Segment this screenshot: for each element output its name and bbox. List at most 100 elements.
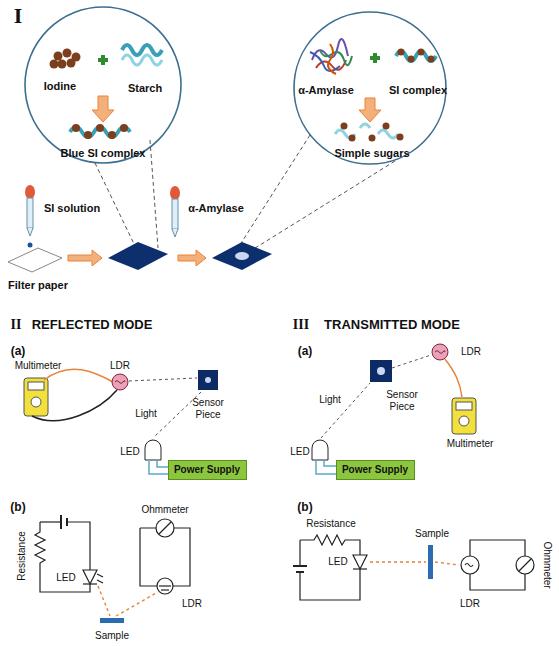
label-anchor: (a) (298, 345, 313, 359)
label-anchor: Multimeter (15, 360, 62, 372)
component-label: Starch (128, 82, 162, 95)
part-label: LED (56, 572, 75, 584)
label-anchor: Light (135, 408, 157, 420)
component-label: Iodine (44, 80, 76, 93)
label-anchor: Filter paper (8, 279, 68, 292)
part-label: Multimeter (447, 438, 494, 450)
label-anchor: Simple sugars (334, 147, 409, 160)
component-label: α-Amylase (298, 84, 354, 97)
label-anchor: LED (120, 446, 139, 458)
label-anchor: Multimeter (447, 438, 494, 450)
panel-title: TRANSMITTED MODE (324, 318, 460, 333)
label-anchor: REFLECTED MODE (32, 318, 153, 333)
enzyme-structure (310, 39, 352, 74)
label-anchor: III (293, 317, 309, 333)
starch-chain (122, 45, 162, 55)
led-symbol (312, 440, 328, 460)
filter-paper (8, 248, 62, 272)
plus-sign (98, 55, 108, 65)
part-label: Resistance (306, 518, 355, 530)
label-anchor: LDR (110, 360, 130, 372)
component-label: SI complex (389, 84, 447, 97)
label-anchor: α-Amylase (298, 84, 354, 97)
dropper (170, 186, 180, 237)
part-label: Resistance (16, 531, 28, 580)
product-label: Simple sugars (334, 147, 409, 160)
label-anchor: I (14, 3, 23, 28)
label-anchor: Starch (128, 82, 162, 95)
part-label: Sensor Piece (186, 397, 230, 420)
label-anchor: LED (290, 446, 309, 458)
label-anchor: SI solution (44, 202, 100, 215)
subpanel-letter: (b) (297, 501, 312, 515)
part-label: Multimeter (15, 360, 62, 372)
label-anchor: Sample (95, 630, 129, 642)
multimeter (24, 378, 48, 416)
sample-bar (100, 618, 124, 623)
step-label: α-Amylase (188, 202, 244, 215)
label-anchor: Resistance (16, 531, 28, 580)
label-anchor: Ohmmeter (541, 541, 553, 588)
part-label: Sample (95, 630, 129, 642)
panel-number: I (14, 3, 23, 28)
label-anchor: LDR (460, 598, 480, 610)
power-supply-box: Power Supply (168, 460, 247, 480)
led-circuit (35, 515, 103, 592)
label-anchor: LDR (461, 346, 481, 358)
part-label: LDR (182, 598, 202, 610)
part-label: Light (135, 408, 157, 420)
label-anchor: (a) (11, 345, 26, 359)
clear-spot (235, 252, 249, 260)
label-anchor: Light (319, 394, 341, 406)
label-anchor: (b) (10, 501, 25, 515)
box-label: Power Supply (342, 464, 409, 476)
label-anchor: Sensor Piece (380, 389, 424, 412)
reaction-arrow (92, 96, 114, 122)
subpanel-letter: (b) (10, 501, 25, 515)
part-label: Light (319, 394, 341, 406)
step-arrow (68, 250, 102, 266)
sensor-piece (198, 370, 218, 390)
part-label: LDR (461, 346, 481, 358)
simple-sugars (335, 123, 404, 142)
multimeter (452, 398, 476, 434)
label-anchor: LED (328, 556, 347, 568)
part-label: LED (290, 446, 309, 458)
label-anchor: α-Amylase (188, 202, 244, 215)
ohmmeter-circuit (461, 540, 534, 590)
label-anchor: Blue SI complex (61, 147, 146, 160)
power-supply-box: Power Supply (336, 460, 415, 480)
label-anchor: TRANSMITTED MODE (324, 318, 460, 333)
panel-number: II (11, 317, 22, 333)
part-label: Sample (415, 528, 449, 540)
subpanel-letter: (a) (11, 345, 26, 359)
label-anchor: Sample (415, 528, 449, 540)
label-anchor: Sensor Piece (186, 397, 230, 420)
subpanel-letter: (a) (298, 345, 313, 359)
product-label: Blue SI complex (61, 147, 146, 160)
zoom-circle (25, 7, 181, 163)
ldr-symbol (432, 344, 448, 360)
panel-title: REFLECTED MODE (32, 318, 153, 333)
ohmmeter-circuit (140, 519, 190, 594)
dropper (25, 185, 35, 248)
part-label: LED (120, 446, 139, 458)
label-anchor: II (11, 317, 22, 333)
led-symbol (145, 440, 161, 460)
sensor-piece (370, 360, 392, 382)
part-label: Sensor Piece (380, 389, 424, 412)
part-label: LDR (460, 598, 480, 610)
step-label: Filter paper (8, 279, 68, 292)
step-label: SI solution (44, 202, 100, 215)
box-label: Power Supply (174, 464, 241, 476)
label-anchor: SI complex (389, 84, 447, 97)
label-anchor: LED (56, 572, 75, 584)
label-anchor: Ohmmeter (141, 504, 188, 516)
label-anchor: LDR (182, 598, 202, 610)
sensor-paper (212, 242, 272, 270)
iodine-dots (50, 49, 81, 69)
part-label: LED (328, 556, 347, 568)
label-anchor: Resistance (306, 518, 355, 530)
part-label: Ohmmeter (541, 541, 553, 588)
